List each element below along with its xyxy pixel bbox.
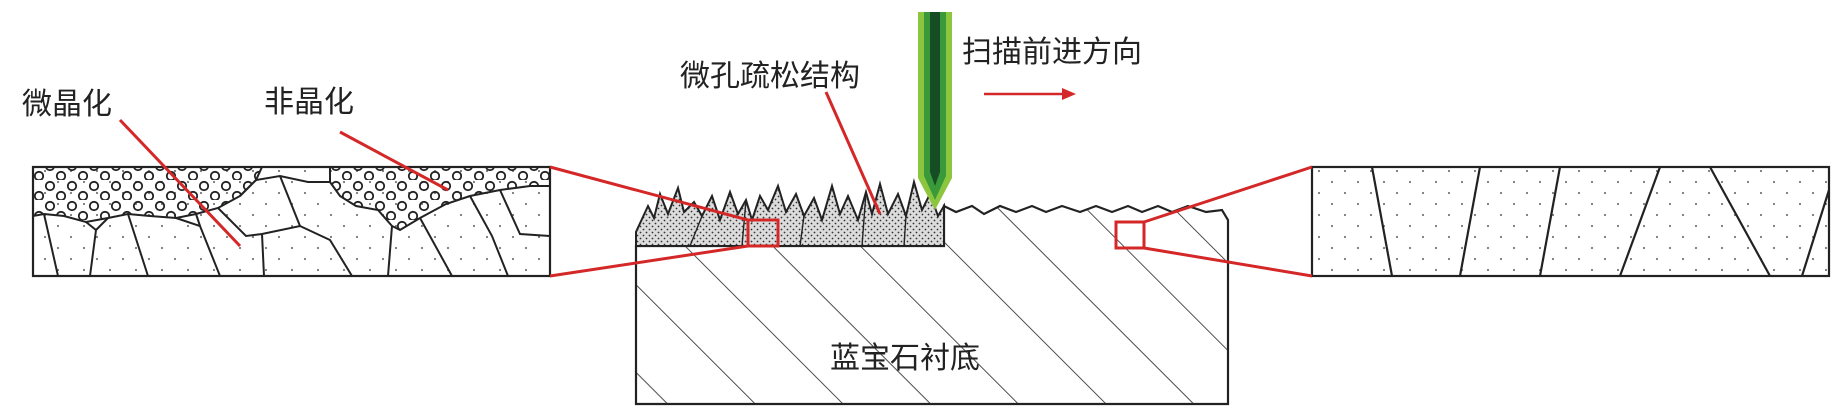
zoom-line-right-top [1143,165,1313,224]
amorphization-label: 非晶化 [264,85,354,120]
zoom-box-porous [746,218,780,248]
zoom-line-left-top [549,165,749,222]
leader-microcrystal [118,118,242,248]
porous-cracks [689,191,907,247]
porous-structure-label: 微孔疏松结构 [680,59,860,94]
laser-beam-core [930,12,940,186]
callouts [118,91,1313,278]
right-zoom-panel [1310,165,1831,278]
sapphire-substrate: 蓝宝石衬底 [634,178,1230,406]
porous-layer [635,178,945,247]
substrate-body [634,204,1230,406]
substrate-label: 蓝宝石衬底 [830,341,980,376]
zoom-line-left-bottom [549,244,749,278]
grain-boundaries [43,174,550,276]
scan-direction-label: 扫描前进方向 [962,35,1142,70]
zoom-box-recrystal [1114,220,1146,250]
arrow-right-icon [984,88,1076,100]
microcrystallization-label: 微晶化 [22,87,112,122]
left-panel-border [31,165,552,278]
leader-amorphous [339,130,449,192]
columnar-grain-boundaries [1370,166,1831,277]
zoom-line-right-bottom [1143,246,1313,278]
laser-beam-icon [918,12,952,210]
leader-porous [824,91,882,215]
left-zoom-panel [31,165,552,278]
right-panel-background [1312,167,1829,276]
right-panel-border [1310,165,1831,278]
